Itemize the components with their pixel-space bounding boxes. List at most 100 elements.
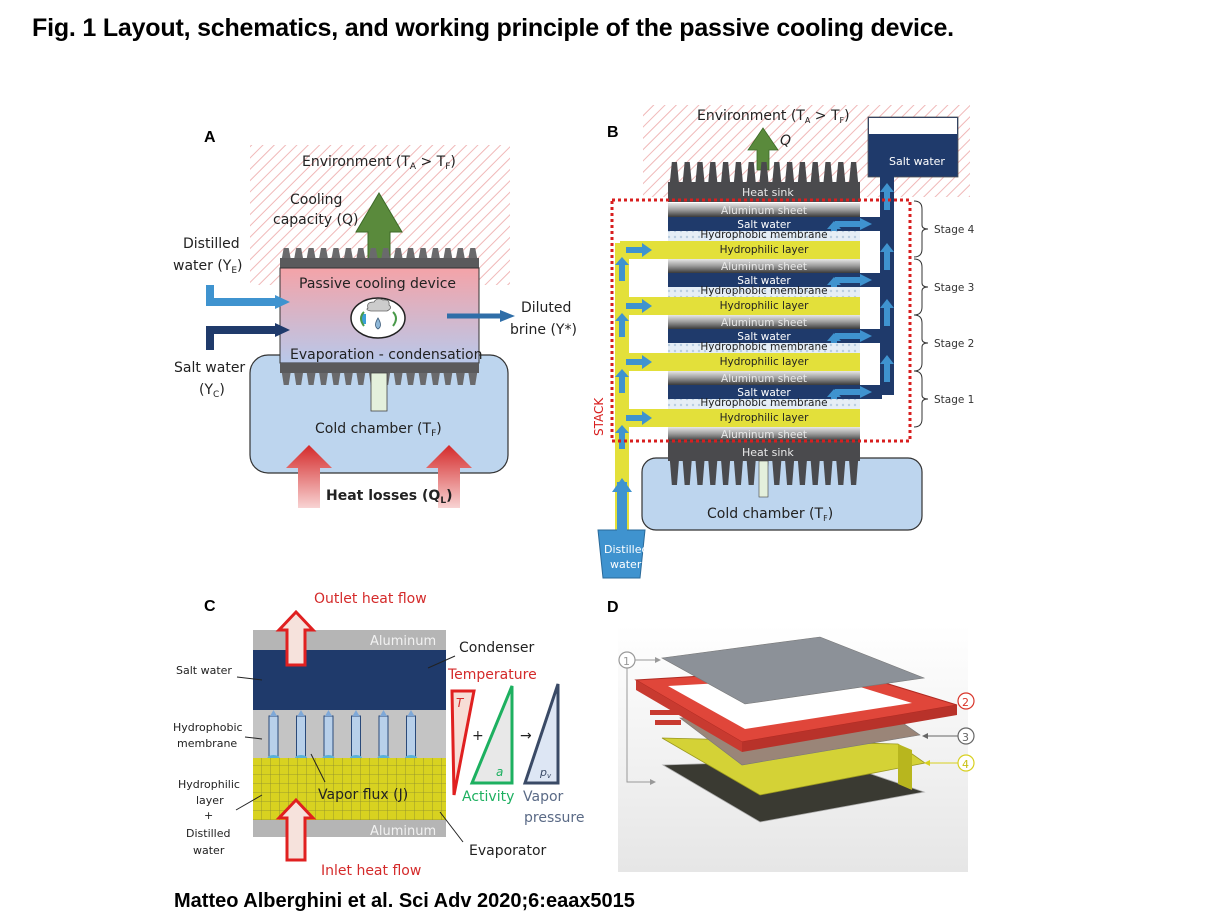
heat-sink-fin [785,162,795,182]
panel-a: A Environment (TA > TF) Cooling capacity… [173,129,577,508]
heat-sink-top-base [280,258,479,268]
distilled-up-arrow-icon [615,257,629,281]
callout-2: 2 [962,696,969,709]
salt-up-arrow-icon [880,355,894,382]
stack-label: STACK [592,397,606,436]
heat-sink-fin [836,162,846,182]
distilled-up-arrow-icon [615,369,629,393]
heat-sink-fin [281,248,291,258]
heat-sink-fin [733,162,743,182]
droplet-icon [375,317,381,330]
stage-brace [913,258,929,316]
salt-right-arrow-icon [835,218,872,230]
environment-label: Environment (TA > TF) [302,154,456,172]
heat-sink-fin [797,162,807,182]
panel-c-letter: C [204,598,216,615]
heat-sink-fin [721,162,731,182]
layer-al [668,259,860,273]
cooling-capacity-label-1: Cooling [290,192,342,208]
distilled-up-arrow-icon [615,313,629,337]
stage-label: Stage 1 [934,394,974,406]
distilled-right-arrow-icon [626,355,652,369]
heat-sink-fin [455,248,465,258]
heat-sink-fin [772,162,782,182]
inlet-heat-arrow-icon [275,797,317,862]
heat-sink-bottom-base [280,363,479,373]
salt-right-arrow-icon [835,274,872,286]
vapor-flux-label: Vapor flux (J) [318,787,408,803]
heat-sink-fin [810,162,820,182]
heat-sink-fin [785,461,795,485]
heat-sink-fin [849,461,859,485]
aluminum-top-label: Aluminum [370,634,436,649]
distilled-inflow-arrow-icon [275,295,290,309]
layer-label-al: Aluminum sheet [721,317,807,329]
heat-sink-fin [721,461,731,485]
heat-sink-fin [319,248,328,258]
salt-flow-arrows [880,183,894,382]
distilled-right-arrow-icon [626,243,652,257]
heat-sink-top-fins-b [669,162,859,182]
salt-water-label-2: (YC) [199,382,225,400]
heat-sink-fin [443,373,453,385]
heat-sink-fin [669,461,679,485]
layer-label-salt: Salt water [737,219,791,231]
distilled-up-arrow-icon [612,478,632,492]
layer-hyd [620,297,860,315]
distilled-water-cup [597,529,646,579]
heat-sink-fin [708,162,718,182]
red-frame [634,667,958,752]
heat-sink-fin [695,162,705,182]
inlet-heat-flow-label: Inlet heat flow [321,863,421,879]
heat-sink-fin [418,373,428,385]
a-symbol: a [496,765,503,779]
vapor-pressure-gradient-icon [522,683,560,785]
heat-sink-fin [746,162,756,182]
vapor-label-1: Vapor [523,789,564,805]
citation: Matteo Alberghini et al. Sci Adv 2020;6:… [174,890,635,912]
cooling-capacity-label-2: capacity (Q) [273,212,359,228]
stage-label: Stage 3 [934,282,974,294]
pv-symbol: pv [539,766,552,780]
layer-label-mem: Hydrophobic membrane [700,285,827,297]
leader-line [235,794,263,811]
heat-sink-top-b [668,182,860,202]
panel-b: B Environment (TA > TF) Q Salt water Hea… [592,105,975,579]
cold-chamber-label-b: Cold chamber (TF) [707,506,833,523]
hydrophobic-label-1: Hydrophobic [173,721,243,734]
vapor-up-arrow-icon [352,710,360,716]
hydrophilic-label-5: water [193,844,225,857]
heat-sink-bottom-label: Heat sink [742,446,794,459]
heat-sink-fin [772,461,782,485]
heat-sink-fin [443,248,453,258]
heat-sink-fin [356,248,366,258]
distilled-cup-label-2: water [610,558,642,571]
layer-salt [668,329,860,343]
cold-chamber-label: Cold chamber (TF) [315,421,442,439]
callout-1: 1 [623,655,630,668]
heat-sink-fin [682,461,692,485]
panel-b-letter: B [607,124,619,141]
layer-label-hyd: Hydrophilic layer [720,356,809,368]
heat-sink-fin [344,373,353,385]
heat-sink-fin [468,373,478,385]
salt-up-arrow-icon [880,243,894,270]
layer-salt [668,273,860,287]
heat-sink-fin [849,162,859,182]
heat-sink-fin [281,373,291,385]
hydrophilic-label-1: Hydrophilic [178,778,240,791]
layer-al [668,203,860,217]
heat-sink-fin [682,162,692,182]
layer-label-hyd: Hydrophilic layer [720,244,809,256]
temperature-label: Temperature [447,667,537,683]
condenser-label: Condenser [459,640,534,656]
evap-cond-label: Evaporation - condensation [290,347,482,363]
heat-sink-fin [823,461,833,485]
panel-a-letter: A [204,129,216,146]
heat-sink-fin [368,248,378,258]
heat-sink-fin [797,461,807,485]
diluted-brine-label-1: Diluted [521,300,571,316]
heat-sink-fin [393,373,403,385]
activity-gradient-icon [469,685,514,785]
hydrophilic-label-3: + [204,809,213,822]
